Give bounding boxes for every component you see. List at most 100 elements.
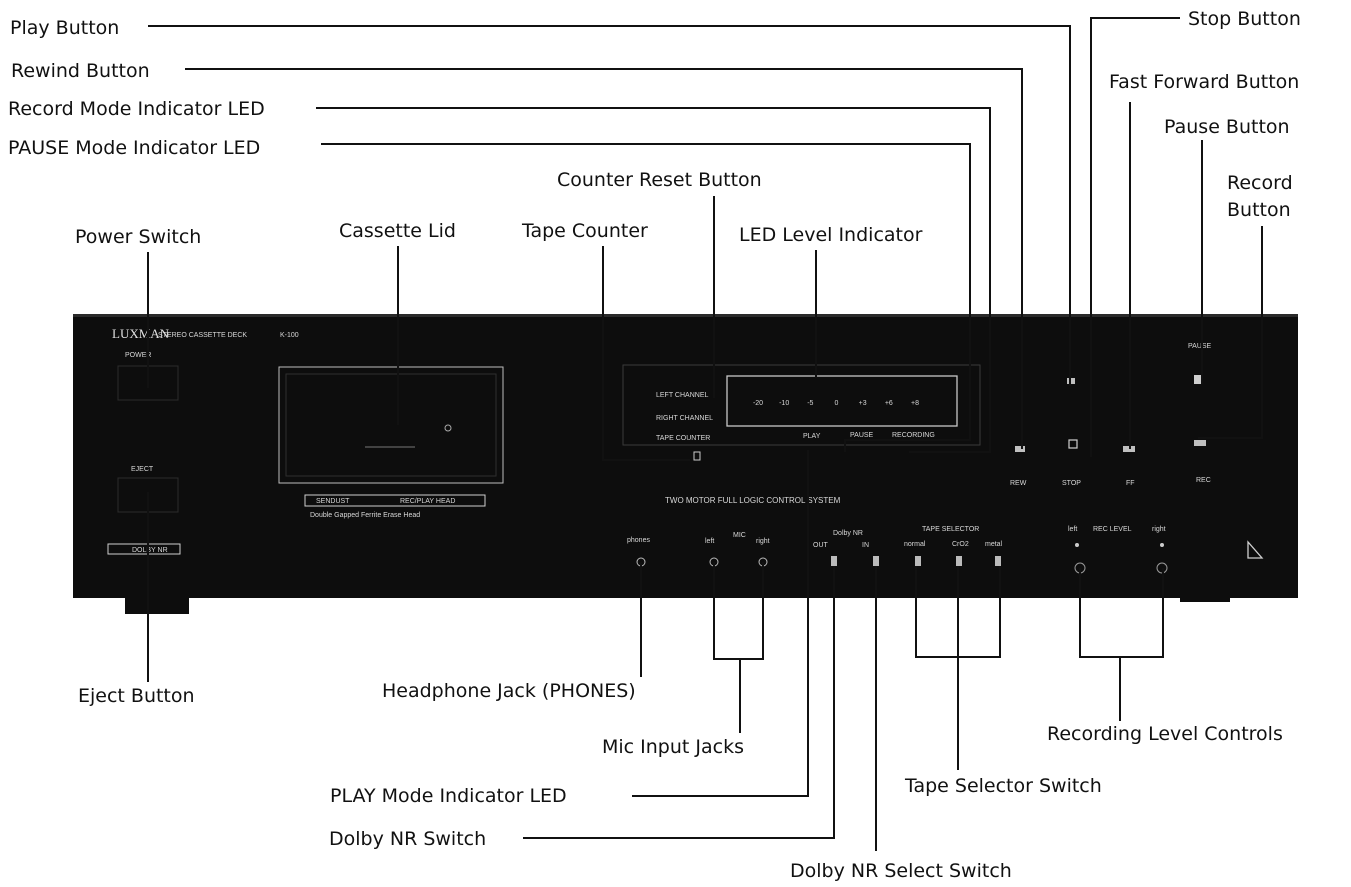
recording-led-label: RECORDING xyxy=(892,432,935,439)
tape-cro2-label: CrO2 xyxy=(952,541,969,548)
play-led-label: PLAY xyxy=(803,433,821,440)
rec-label: REC xyxy=(1196,477,1211,484)
meter-scale-label: -10 xyxy=(779,400,789,407)
label-play-led: PLAY Mode Indicator LED xyxy=(330,785,567,807)
tape-normal-label: normal xyxy=(904,541,926,548)
label-rec-level: Recording Level Controls xyxy=(1047,723,1283,745)
luxman-emblem xyxy=(1247,540,1264,559)
cassette-window xyxy=(285,373,497,477)
tape-metal-label: metal xyxy=(985,541,1003,548)
leader-play xyxy=(148,25,1071,386)
label-cassette-lid: Cassette Lid xyxy=(339,220,456,242)
label-mic-jacks: Mic Input Jacks xyxy=(602,736,744,758)
record-button[interactable] xyxy=(1194,440,1206,446)
head-badge-text-2: REC/PLAY HEAD xyxy=(400,498,455,505)
rec-level-label: REC LEVEL xyxy=(1093,526,1132,533)
leader-mic-bracket xyxy=(713,562,764,660)
tape-selector-normal[interactable] xyxy=(915,556,921,566)
leader-lines xyxy=(147,17,1263,851)
dolby-out-label: OUT xyxy=(813,542,829,549)
head-badge xyxy=(304,494,486,507)
pause-led-label: PAUSE xyxy=(850,432,874,439)
power-label: POWER xyxy=(125,352,151,359)
leader-record-led xyxy=(316,107,991,453)
meter-scale-label: +3 xyxy=(859,400,867,407)
label-eject-button: Eject Button xyxy=(78,685,195,707)
phones-label: phones xyxy=(627,537,650,544)
meter-scale-label: -5 xyxy=(807,400,813,407)
rew-label: REW xyxy=(1010,480,1027,487)
callout-labels: Play Button Stop Button Rewind Button Re… xyxy=(8,8,1301,882)
leader-rewind xyxy=(185,68,1023,449)
meter-scale-label: -20 xyxy=(753,400,763,407)
stop-label: STOP xyxy=(1062,480,1081,487)
label-power-switch: Power Switch xyxy=(75,226,201,248)
label-fast-forward: Fast Forward Button xyxy=(1109,71,1299,93)
leader-stop xyxy=(1090,17,1180,457)
tape-counter-label: TAPE COUNTER xyxy=(656,435,710,442)
model-number: K-100 xyxy=(280,332,299,339)
counter-reset-button[interactable] xyxy=(693,451,701,461)
right-channel-label: RIGHT CHANNEL xyxy=(656,415,713,422)
head-description: Double Gapped Ferrite Erase Head xyxy=(310,512,420,519)
label-tape-selector: Tape Selector Switch xyxy=(904,775,1102,797)
left-foot xyxy=(125,588,189,614)
rewind-button[interactable] xyxy=(1015,446,1025,452)
model-line: STEREO CASSETTE DECK xyxy=(158,332,247,339)
label-counter-reset: Counter Reset Button xyxy=(557,169,762,191)
leader-tape-counter xyxy=(602,246,690,461)
eject-label: EJECT xyxy=(131,466,154,473)
leader-pause-led xyxy=(321,143,971,452)
dolby-nr-switch[interactable] xyxy=(831,556,837,566)
brand-logo: LUXMAN xyxy=(112,326,170,341)
label-rewind-button: Rewind Button xyxy=(11,60,150,82)
meter-area-frame xyxy=(622,364,981,446)
led-level-meter xyxy=(726,375,958,427)
stop-button[interactable] xyxy=(1068,439,1078,449)
rec-right-label: right xyxy=(1152,526,1166,533)
label-dolby-nr: Dolby NR Switch xyxy=(329,828,486,850)
cassette-deck-panel: LUXMAN STEREO CASSETTE DECK K-100 POWER … xyxy=(73,314,1298,614)
dolby-badge xyxy=(107,543,181,555)
dolby-badge-text: DOLBY NR xyxy=(132,547,168,554)
pause-button-label: PAUSE xyxy=(1188,343,1212,350)
leader-play-led xyxy=(632,450,809,797)
label-tape-counter: Tape Counter xyxy=(521,220,648,242)
cassette-lid[interactable] xyxy=(278,366,504,484)
label-record-line1: Record xyxy=(1227,172,1293,194)
front-panel xyxy=(73,314,1298,598)
label-pause-button: Pause Button xyxy=(1164,116,1290,138)
meter-scale-label: 0 xyxy=(835,400,839,407)
cassette-lid-knob xyxy=(444,424,452,432)
rec-level-left-marker xyxy=(1075,543,1079,547)
mic-left-label: left xyxy=(705,538,714,545)
panel-top-edge xyxy=(73,314,1298,317)
label-pause-led: PAUSE Mode Indicator LED xyxy=(8,137,260,159)
ff-label: FF xyxy=(1126,480,1135,487)
label-record-led: Record Mode Indicator LED xyxy=(8,98,265,120)
leader-rec-level-bracket xyxy=(1079,568,1164,658)
tape-selector-label: TAPE SELECTOR xyxy=(922,526,979,533)
mic-label: MIC xyxy=(733,532,746,539)
head-badge-text-1: SENDUST xyxy=(316,498,350,505)
tape-selector-metal[interactable] xyxy=(995,556,1001,566)
pause-button[interactable] xyxy=(1194,375,1203,384)
leader-dolby-nr xyxy=(523,566,835,839)
right-foot xyxy=(1180,588,1230,602)
label-dolby-select: Dolby NR Select Switch xyxy=(790,860,1012,882)
system-title: TWO MOTOR FULL LOGIC CONTROL SYSTEM xyxy=(665,496,841,505)
rec-level-right-marker xyxy=(1160,543,1164,547)
tape-selector-cro2[interactable] xyxy=(956,556,962,566)
left-channel-label: LEFT CHANNEL xyxy=(656,392,708,399)
label-led-level: LED Level Indicator xyxy=(739,224,923,246)
dolby-nr-select-switch[interactable] xyxy=(873,556,879,566)
meter-scale-label: +6 xyxy=(885,400,893,407)
label-headphone-jack: Headphone Jack (PHONES) xyxy=(382,680,636,702)
rec-left-label: left xyxy=(1068,526,1077,533)
dolby-in-label: IN xyxy=(862,542,869,549)
label-stop-button: Stop Button xyxy=(1188,8,1301,30)
leader-record xyxy=(1198,226,1263,439)
label-play-button: Play Button xyxy=(10,17,119,39)
